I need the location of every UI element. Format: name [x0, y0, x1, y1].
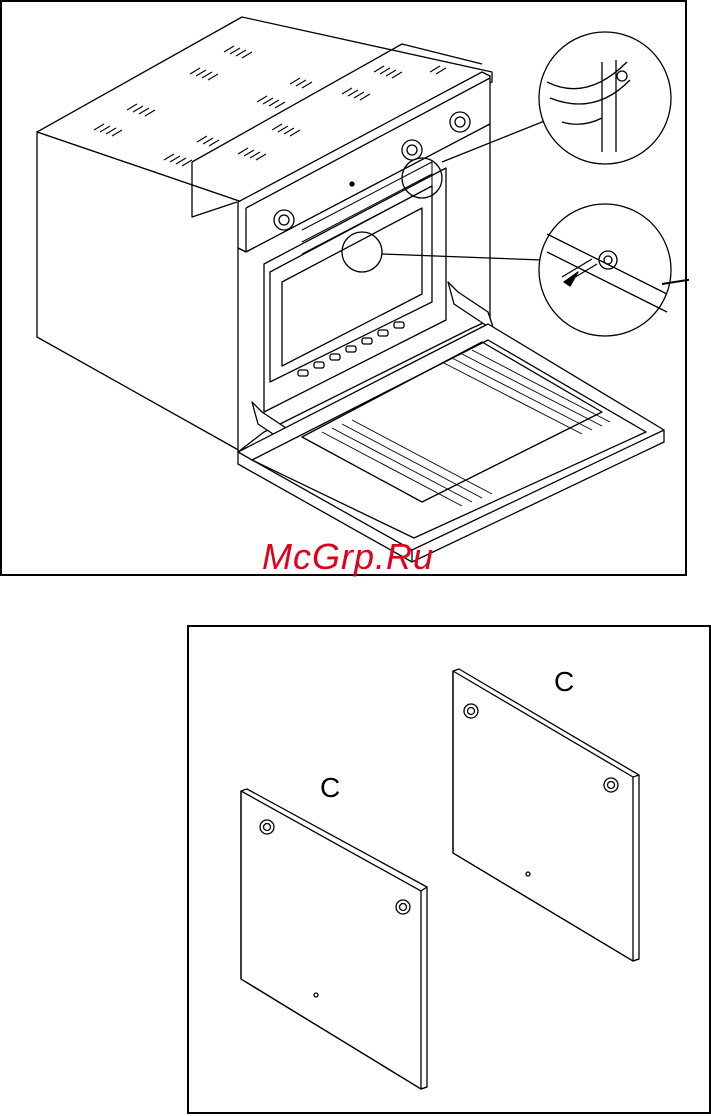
left-panel-label: C: [320, 772, 340, 804]
oven-illustration: [2, 2, 689, 578]
right-side-panel: [453, 669, 639, 961]
watermark-text: McGrp.Ru: [262, 536, 434, 578]
right-panel-label: C: [554, 666, 574, 698]
side-panels-frame: [187, 625, 711, 1114]
oven-illustration-frame: [0, 0, 687, 576]
side-panels-illustration: [189, 627, 711, 1116]
left-side-panel: [241, 789, 427, 1089]
